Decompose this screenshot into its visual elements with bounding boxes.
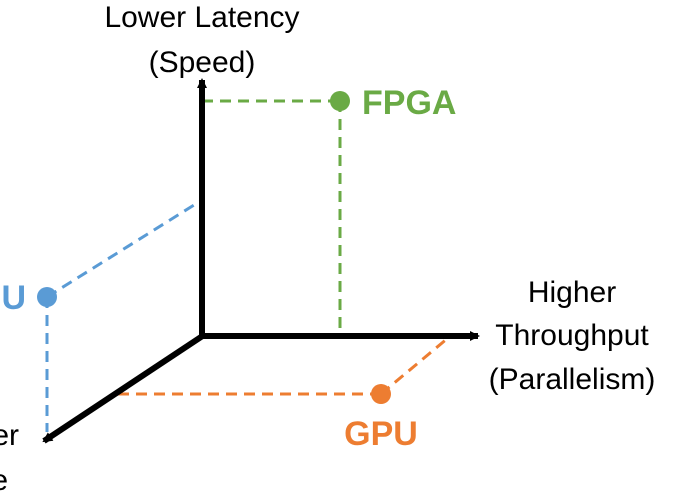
vertical-axis-label-line1: Lower Latency [104, 1, 299, 34]
fpga-point [330, 91, 350, 111]
fpga-label: FPGA [362, 84, 456, 122]
horizontal-axis-label-line3: (Parallelism) [489, 363, 656, 396]
gpu-point [371, 384, 391, 404]
vertical-axis-label-line2: (Speed) [149, 46, 256, 79]
horizontal-axis-label-line2: Throughput [495, 319, 649, 352]
cpu-guide-diagonal [46, 198, 203, 299]
depth-axis-label-line1: er [0, 419, 19, 452]
horizontal-axis-label-line1: Higher [528, 276, 616, 309]
cpu-label: U [1, 279, 26, 317]
depth-axis [42, 332, 206, 444]
cpu-point [37, 287, 57, 307]
gpu-label: GPU [344, 415, 418, 453]
depth-axis-label-line2: e [0, 464, 8, 497]
gpu-guide-diagonal [380, 336, 449, 396]
